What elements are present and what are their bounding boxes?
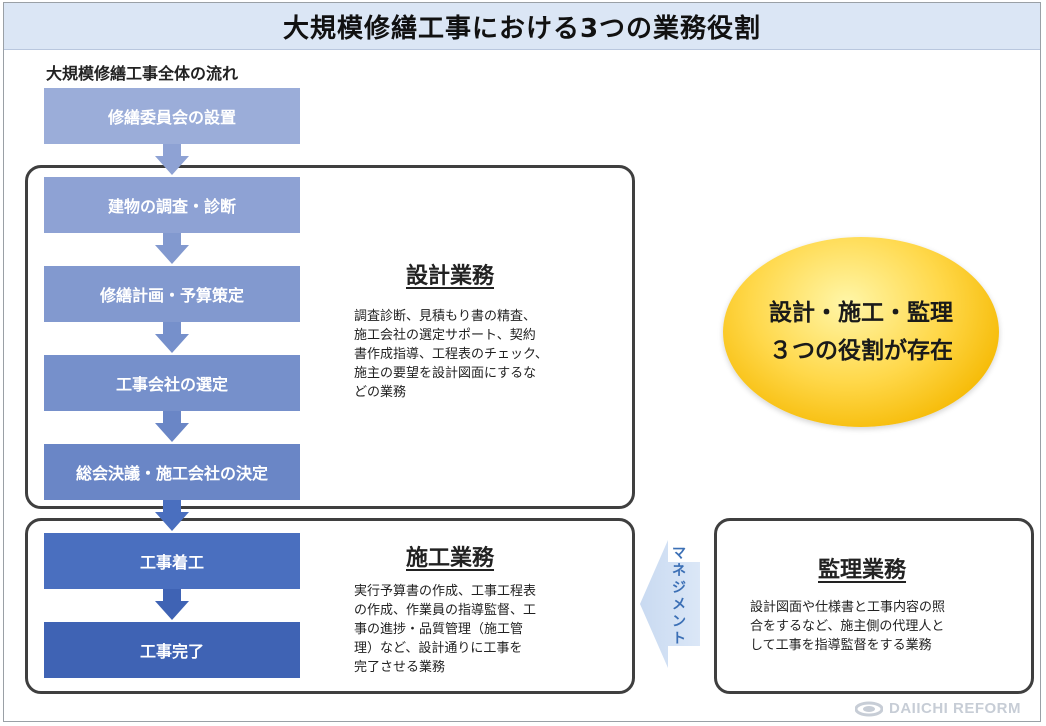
- design-desc-line: 施主の要望を設計図面にするな: [354, 366, 537, 381]
- flow-arrow-stem: [163, 411, 181, 425]
- design-group-box: [25, 165, 635, 509]
- flow-label: 大規模修繕工事全体の流れ: [46, 64, 239, 83]
- ellipse-line-2: ３つの役割が存在: [769, 338, 953, 364]
- construction-desc-line: 実行予算書の作成、工事工程表: [354, 584, 537, 599]
- logo-text: DAIICHI REFORM: [889, 700, 1021, 717]
- flow-step: 工事完了: [44, 622, 300, 678]
- flow-step: 工事会社の選定: [44, 355, 300, 411]
- roles-ellipse: 設計・施工・監理 ３つの役割が存在: [723, 237, 999, 427]
- construction-desc: 実行予算書の作成、工事工程表 の作成、作業員の指導監督、工 事の進捗・品質管理（…: [354, 582, 604, 677]
- ellipse-line-1: 設計・施工・監理: [769, 300, 953, 326]
- diagram-frame: [3, 2, 1041, 722]
- design-desc: 調査診断、見積もり書の精査、 施工会社の選定サポート、契約 書作成指導、工程表の…: [354, 307, 604, 402]
- flow-arrow-icon: [155, 334, 189, 353]
- design-desc-line: どの業務: [354, 385, 407, 400]
- flow-arrow-icon: [155, 245, 189, 264]
- flow-step: 建物の調査・診断: [44, 177, 300, 233]
- flow-arrow-stem: [163, 589, 181, 603]
- construction-title: 施工業務: [406, 546, 495, 571]
- flow-arrow-icon: [155, 423, 189, 442]
- page-title: 大規模修繕工事における3つの業務役割: [4, 3, 1040, 50]
- construction-desc-line: 理）など、設計通りに工事を: [354, 641, 523, 656]
- flow-arrow-icon: [155, 156, 189, 175]
- flow-step: 工事着工: [44, 533, 300, 589]
- flow-arrow-stem: [163, 233, 181, 247]
- flow-arrow-stem: [163, 322, 181, 336]
- design-desc-line: 施工会社の選定サポート、契約: [354, 328, 536, 343]
- construction-desc-line: の作成、作業員の指導監督、工: [354, 603, 537, 618]
- flow-arrow-icon: [155, 512, 189, 531]
- management-label: マネジメント: [672, 546, 686, 647]
- flow-step: 修繕計画・予算策定: [44, 266, 300, 322]
- flow-arrow-stem: [163, 144, 181, 158]
- supervision-desc: 設計図面や仕様書と工事内容の照 合をするなど、施主側の代理人と して工事を指導監…: [750, 598, 1020, 655]
- logo-mark-icon: [855, 701, 883, 716]
- supervision-desc-line: 合をするなど、施主側の代理人と: [750, 619, 945, 634]
- construction-group-box: [25, 518, 635, 694]
- design-desc-line: 書作成指導、工程表のチェック、: [354, 347, 548, 362]
- supervision-desc-line: 設計図面や仕様書と工事内容の照: [750, 600, 946, 615]
- flow-step: 総会決議・施工会社の決定: [44, 444, 300, 500]
- supervision-desc-line: して工事を指導監督をする業務: [750, 638, 932, 653]
- design-title: 設計業務: [406, 264, 495, 289]
- design-desc-line: 調査診断、見積もり書の精査、: [354, 309, 537, 324]
- flow-step: 修繕委員会の設置: [44, 88, 300, 144]
- supervision-title: 監理業務: [818, 558, 907, 583]
- construction-desc-line: 完了させる業務: [354, 660, 446, 675]
- construction-desc-line: 事の進捗・品質管理（施工管: [354, 622, 524, 637]
- company-logo: DAIICHI REFORM: [855, 700, 1021, 717]
- supervision-group-box: [714, 518, 1034, 694]
- flow-arrow-stem: [163, 500, 181, 514]
- management-arrow-icon: [640, 540, 700, 668]
- flow-arrow-icon: [155, 601, 189, 620]
